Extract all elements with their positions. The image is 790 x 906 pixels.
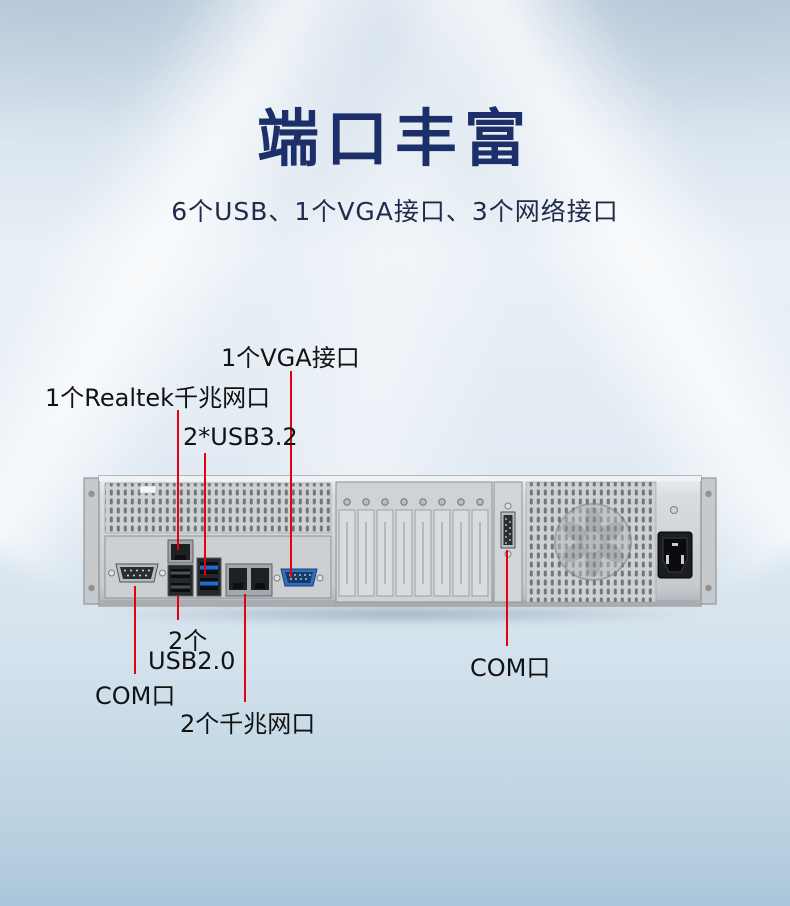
lan-port-realtek [167, 539, 194, 564]
fan-grille [525, 481, 657, 603]
vga-leader-line [290, 371, 292, 578]
page-subtitle: 6个USB、1个VGA接口、3个网络接口 [171, 197, 619, 226]
usb32-leader-line [204, 453, 206, 575]
vent-strip-left [104, 482, 332, 534]
com-left-port-label: COM口 [95, 682, 176, 710]
realtek-port-label: 1个Realtek千兆网口 [45, 384, 271, 412]
usb20-leader-line [177, 596, 179, 620]
mount-ear-left [83, 477, 100, 605]
usb20-port-label-line1: 2个 [168, 627, 208, 655]
lan-ports-dual [225, 563, 273, 597]
lan2-port-label: 2个千兆网口 [180, 710, 316, 738]
chassis-svg [83, 475, 717, 607]
page-title: 端口丰富 [256, 102, 533, 175]
usb32-port-label: 2*USB3.2 [183, 423, 298, 451]
com-left-leader-line [134, 586, 136, 674]
com-right-leader-line [506, 550, 508, 646]
expansion-slots [335, 481, 493, 603]
com-port-right [493, 481, 523, 603]
com-right-port-label: COM口 [470, 654, 551, 682]
lan2-leader-line [244, 594, 246, 702]
mount-ear-right [700, 477, 717, 605]
realtek-leader-line [177, 410, 179, 550]
usb3-ports [196, 557, 222, 597]
usb2-ports [167, 564, 194, 597]
usb20-port-label-line2: USB2.0 [148, 647, 236, 675]
chassis-shadow [96, 604, 704, 624]
vga-port-label: 1个VGA接口 [221, 344, 360, 372]
chassis-rear-view [80, 470, 720, 629]
